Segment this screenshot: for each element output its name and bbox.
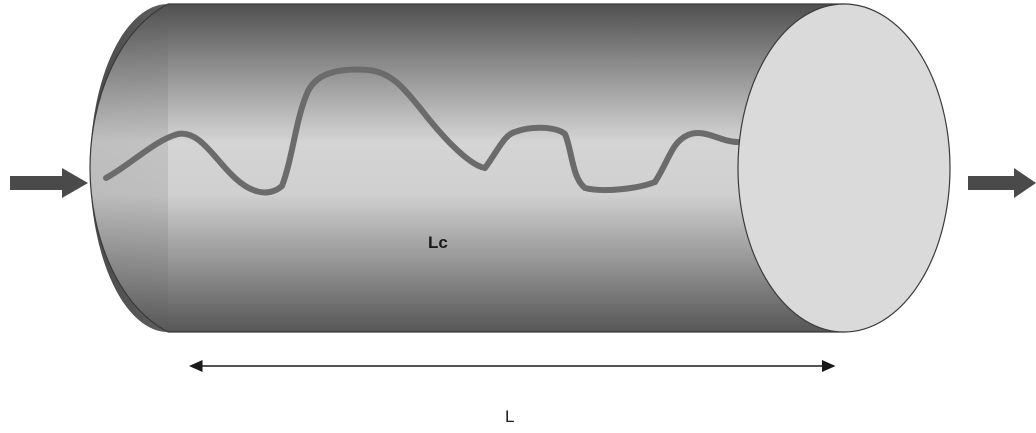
cylinder-body (168, 4, 844, 332)
inlet-arrow-icon (10, 168, 88, 198)
cylinder-end-face (737, 3, 951, 333)
tortuous-flow-path (103, 66, 741, 196)
path-length-label: Lc (428, 233, 448, 252)
straight-length-label: L (505, 407, 514, 426)
cylinder (89, 3, 844, 333)
outlet-arrow-icon (968, 168, 1036, 198)
